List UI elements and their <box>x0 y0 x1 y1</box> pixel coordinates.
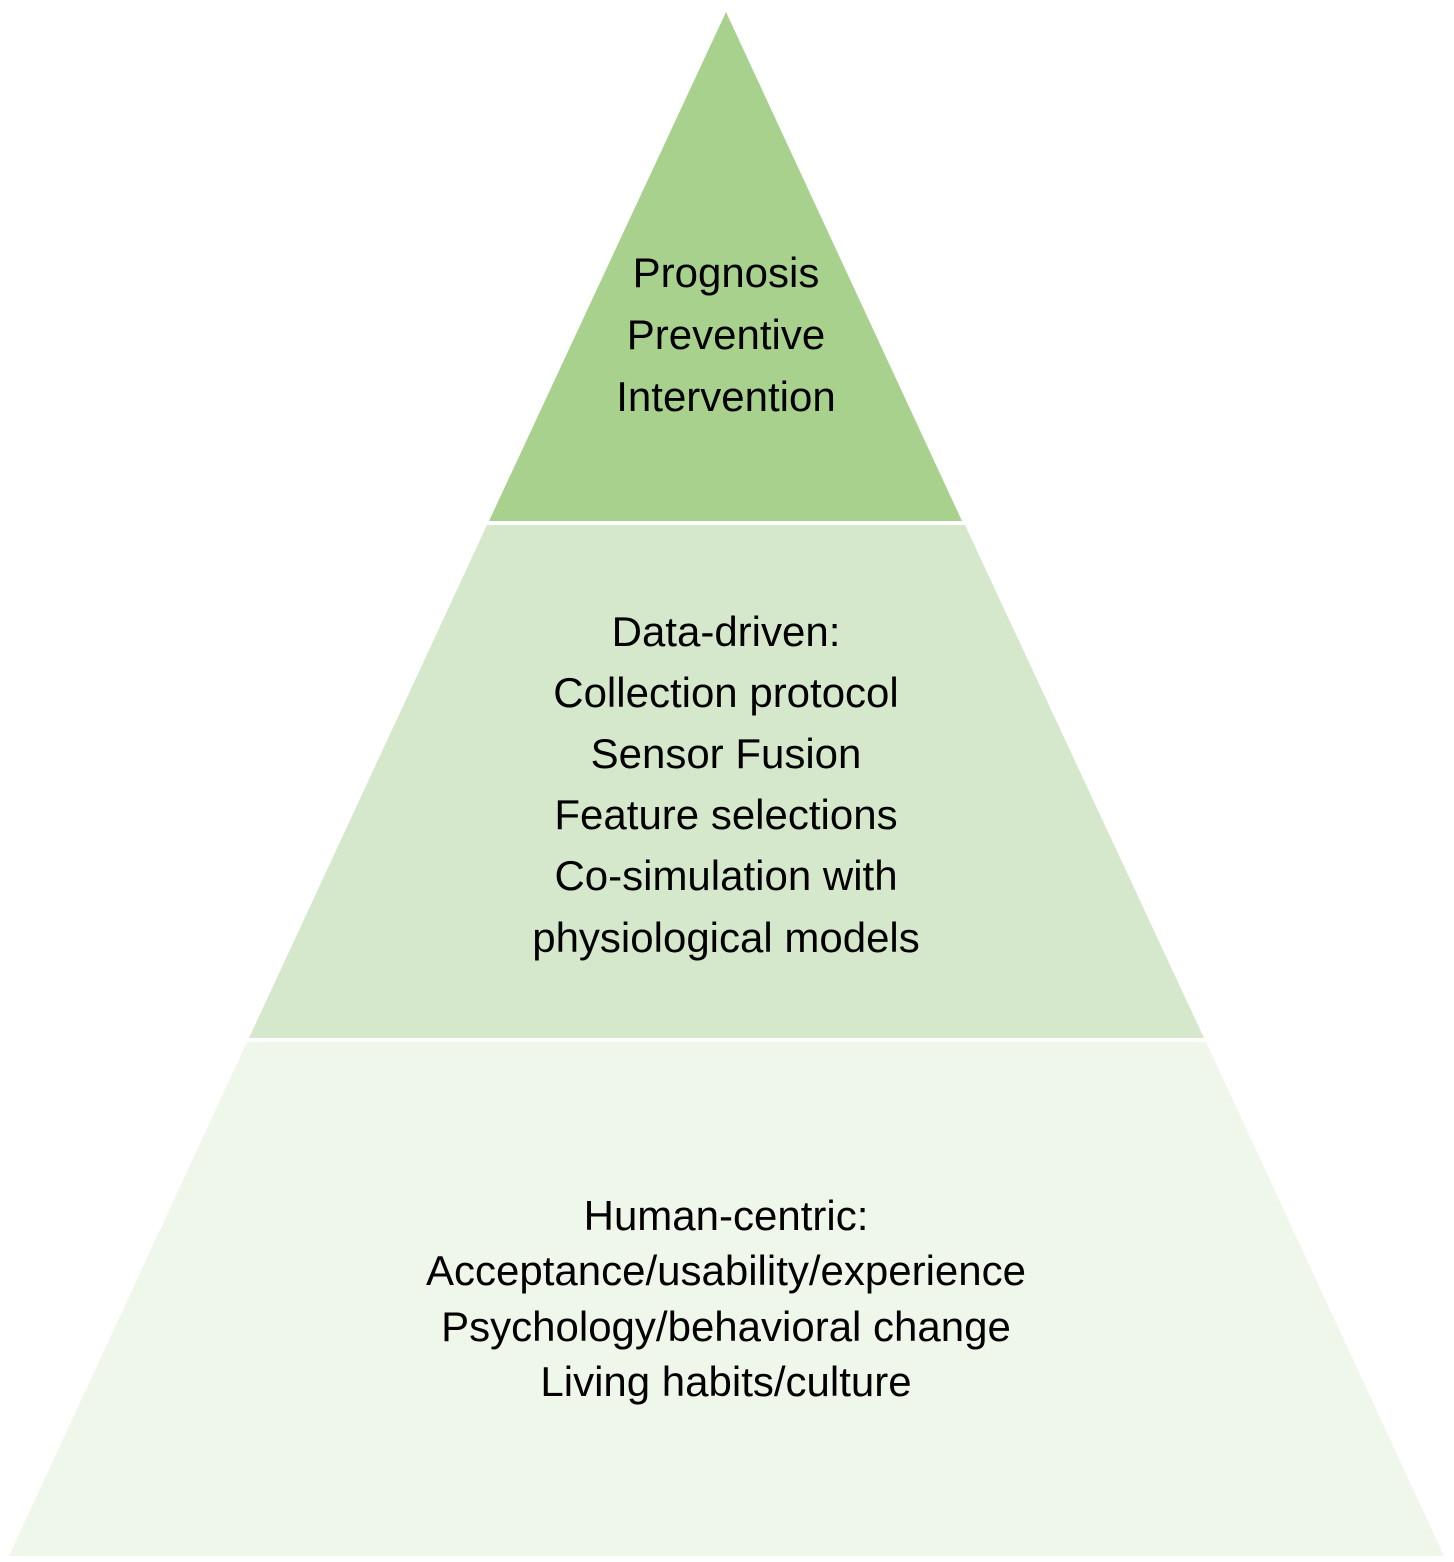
tier-middle-line-2: Collection protocol <box>553 669 899 716</box>
tier-middle-text: Data-driven: Collection protocol Sensor … <box>532 608 920 961</box>
tier-bottom-line-4: Living habits/culture <box>540 1358 911 1405</box>
tier-middle-line-1: Data-driven: <box>612 608 841 655</box>
tier-bottom-shape <box>9 1042 1444 1556</box>
tier-middle-shape <box>249 525 1204 1038</box>
tier-middle-line-5: Co-simulation with <box>554 852 897 899</box>
tier-top-line-3: Intervention <box>616 373 835 420</box>
tier-middle-line-3: Sensor Fusion <box>591 730 862 777</box>
tier-middle-line-4: Feature selections <box>554 791 897 838</box>
tier-top-shape <box>489 12 962 521</box>
tier-bottom-text: Human-centric: Acceptance/usability/expe… <box>426 1192 1026 1405</box>
tier-bottom-line-1: Human-centric: <box>584 1192 869 1239</box>
tier-top-text: Prognosis Preventive Intervention <box>616 249 835 420</box>
tier-bottom-line-3: Psychology/behavioral change <box>441 1303 1011 1350</box>
tier-bottom-line-2: Acceptance/usability/experience <box>426 1247 1026 1294</box>
tier-top-line-2: Preventive <box>627 311 825 358</box>
tier-top-line-1: Prognosis <box>633 249 820 296</box>
tier-middle-line-6: physiological models <box>532 914 920 961</box>
